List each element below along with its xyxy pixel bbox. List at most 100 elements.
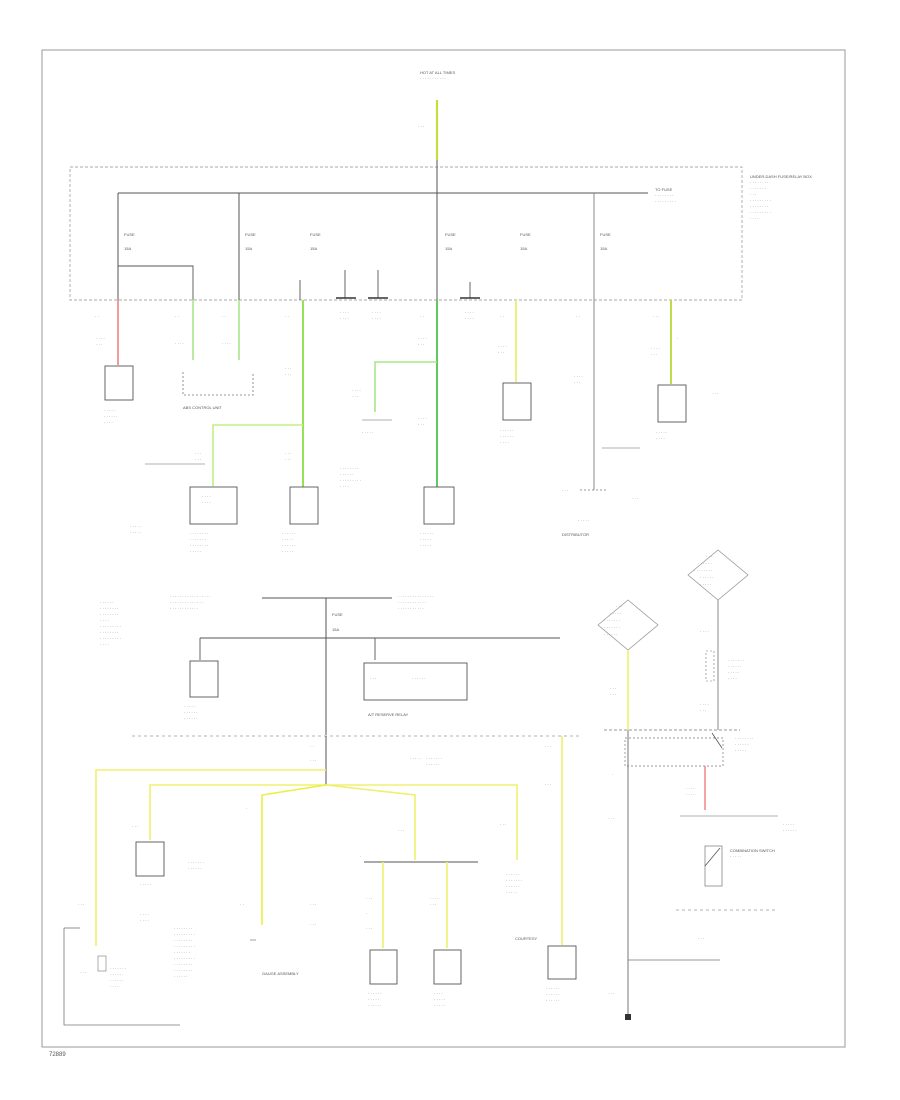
- svg-text:· · · ·: · · · ·: [340, 316, 349, 321]
- svg-text:· · ·: · · ·: [545, 744, 551, 749]
- svg-text:15A: 15A: [124, 246, 131, 251]
- right-source-2: · · · · · · · · · · · · · · · · · · · · …: [687, 549, 749, 730]
- svg-text:· · · · · · · ·: · · · · · · · ·: [174, 962, 192, 967]
- svg-text:· · · · · ·: · · · · · ·: [783, 828, 797, 833]
- svg-text:· · ·: · · ·: [352, 394, 358, 399]
- svg-text:· · · · · · · · ·: · · · · · · · · ·: [174, 932, 195, 937]
- svg-text:· · · ·: · · · ·: [500, 440, 509, 445]
- svg-text:· · ·: · · ·: [616, 604, 622, 609]
- svg-text:· · · ·: · · · ·: [202, 500, 211, 505]
- svg-text:· · · · ·: · · · · ·: [184, 704, 195, 709]
- circuit-1: · · · · · · · · · · · · · · · · · · · · …: [95, 300, 134, 425]
- svg-text:· · · · · ·: · · · · · ·: [188, 866, 202, 871]
- svg-text:· · · · · · · ·: · · · · · · · ·: [694, 568, 712, 573]
- svg-text:15A: 15A: [332, 627, 339, 632]
- svg-text:COMBINATION SWITCH: COMBINATION SWITCH: [730, 848, 775, 853]
- svg-text:FUSE: FUSE: [332, 612, 343, 617]
- svg-text:· · · · · ·: · · · · · ·: [420, 531, 434, 536]
- svg-text:· · · · · · ·: · · · · · · ·: [604, 618, 620, 623]
- svg-text:· · ·: · · ·: [706, 554, 712, 559]
- svg-text:· · ·: · · ·: [610, 686, 616, 691]
- svg-text:· · · · ·: · · · · ·: [282, 549, 293, 554]
- svg-text:· · · · · ·: · · · · · ·: [728, 664, 742, 669]
- svg-text:· · · · · · · · · · · · · · ·: · · · · · · · · · · · · · · ·: [398, 594, 434, 599]
- svg-text:· · · · ·: · · · · ·: [700, 582, 711, 587]
- svg-text:15A: 15A: [245, 246, 252, 251]
- svg-text:· · · ·: · · · ·: [574, 374, 583, 379]
- svg-text:· · ·: · · ·: [285, 457, 291, 462]
- lower-switch-group: · · · · · · · · · · · · · · · · · · · · …: [360, 854, 478, 1008]
- svg-text:· · ·: · · ·: [310, 758, 316, 763]
- svg-text:· · ·: · · ·: [430, 902, 436, 907]
- box-bottom-connectors: · · · · · · · · · · · · · · · · · · · · …: [336, 270, 480, 321]
- svg-text:· · · · · · · · ·: · · · · · · · · ·: [655, 199, 676, 204]
- svg-text:· · · ·: · · · ·: [700, 702, 709, 707]
- svg-text:· ·: · ·: [285, 314, 289, 319]
- circuit-3: · · · · · · · · · · · · · · · · · · · · …: [145, 300, 319, 554]
- svg-text:· · ·: · · ·: [310, 922, 316, 927]
- svg-text:·: ·: [612, 772, 613, 777]
- fuse-branch-4: FUSE 15A: [436, 193, 456, 300]
- svg-text:· · ·: · · ·: [418, 124, 424, 129]
- svg-text:· · · · · ·: · · · · · ·: [184, 710, 198, 715]
- svg-text:· · ·: · · ·: [366, 926, 372, 931]
- svg-text:·: ·: [246, 806, 247, 811]
- right-source-1: · · · · · · · · · · · · · · · · · · · · …: [597, 599, 659, 730]
- svg-text:· · · ·: · · · ·: [728, 676, 737, 681]
- svg-text:· · ·: · · ·: [545, 782, 551, 787]
- svg-text:· · · · · · · ·: · · · · · · · ·: [750, 180, 768, 185]
- svg-text:· · · ·: · · · ·: [418, 336, 427, 341]
- svg-text:· · ·: · · ·: [750, 192, 756, 197]
- mid-left-label: · · · · · · · · · · · · · · · · · · · · …: [100, 600, 121, 647]
- fuse-branch-6: FUSE 15A: [593, 193, 611, 490]
- svg-text:· · · · · · · ·: · · · · · · · ·: [100, 606, 118, 611]
- svg-text:· · ·: · · ·: [418, 342, 424, 347]
- svg-text:· · · · · · · · ·: · · · · · · · · ·: [750, 198, 771, 203]
- svg-text:· · · · ·: · · · · ·: [420, 543, 431, 548]
- svg-text:· · · · · · · ·: · · · · · · · ·: [190, 531, 208, 536]
- svg-text:· · · · · ·: · · · · · ·: [174, 974, 188, 979]
- svg-text:· · · · · · · ·: · · · · · · · ·: [750, 204, 768, 209]
- svg-text:· · · · · · · · ·: · · · · · · · · ·: [340, 478, 361, 483]
- svg-text:· · · · ·: · · · · ·: [368, 997, 379, 1002]
- svg-text:· · · ·: · · · ·: [750, 216, 759, 221]
- svg-text:15A: 15A: [445, 246, 452, 251]
- svg-text:· · · · · ·: · · · · · ·: [546, 998, 560, 1003]
- svg-text:· · · · · · · · · · · ·: · · · · · · · · · · · ·: [170, 606, 198, 611]
- svg-text:· · · ·: · · · ·: [100, 642, 109, 647]
- svg-text:· · · · · · · ·: · · · · · · · ·: [735, 736, 753, 741]
- svg-text:· · ·: · · ·: [632, 496, 638, 501]
- svg-text:FUSE: FUSE: [245, 232, 256, 237]
- svg-text:· · · · ·: · · · · ·: [783, 822, 794, 827]
- svg-text:· · · · · ·: · · · · · ·: [506, 884, 520, 889]
- svg-text:· · · · · ·: · · · · · ·: [412, 676, 426, 681]
- svg-text:· · · ·: · · · ·: [104, 420, 113, 425]
- svg-text:· · · · · ·: · · · · · ·: [282, 543, 296, 548]
- svg-text:HOT AT ALL TIMES: HOT AT ALL TIMES: [420, 70, 455, 75]
- svg-text:· · · ·: · · · ·: [686, 792, 695, 797]
- svg-text:· · · ·: · · · ·: [340, 484, 349, 489]
- svg-text:· · · · ·: · · · · ·: [282, 537, 293, 542]
- svg-text:· · ·: · · ·: [285, 451, 291, 456]
- svg-text:· · · · ·: · · · · ·: [190, 549, 201, 554]
- svg-text:· · ·: · · ·: [418, 422, 424, 427]
- circuit-6: · · · · · · · · · · · · · · · · · · · · …: [651, 300, 718, 441]
- svg-text:· · ·: · · ·: [310, 902, 316, 907]
- svg-text:· · · · · · · · · · · ·: · · · · · · · · · · · ·: [398, 600, 426, 605]
- svg-text:· · · · ·: · · · · ·: [130, 530, 141, 535]
- svg-text:· · ·: · · ·: [608, 991, 614, 996]
- svg-text:· · · · · · · ·: · · · · · · · ·: [655, 193, 673, 198]
- fuse-box-label: UNDER-DASH FUSE/RELAY BOX · · · · · · · …: [750, 174, 812, 221]
- svg-text:· · · · · · ·: · · · · · · ·: [188, 860, 204, 865]
- svg-text:· · · ·: · · · ·: [175, 341, 184, 346]
- svg-text:· · ·: · · ·: [366, 896, 372, 901]
- svg-text:· ·: · ·: [500, 314, 504, 319]
- fuse-branch-5: FUSE 15A: [520, 232, 531, 251]
- svg-text:· · ·: · · ·: [700, 708, 706, 713]
- svg-text:· · · · ·: · · · · ·: [578, 518, 589, 523]
- svg-text:· · ·: · · ·: [80, 970, 86, 975]
- svg-text:· · ·: · · ·: [610, 692, 616, 697]
- svg-text:· · · · ·: · · · · ·: [728, 670, 739, 675]
- svg-text:· · · · · ·: · · · · · ·: [546, 992, 560, 997]
